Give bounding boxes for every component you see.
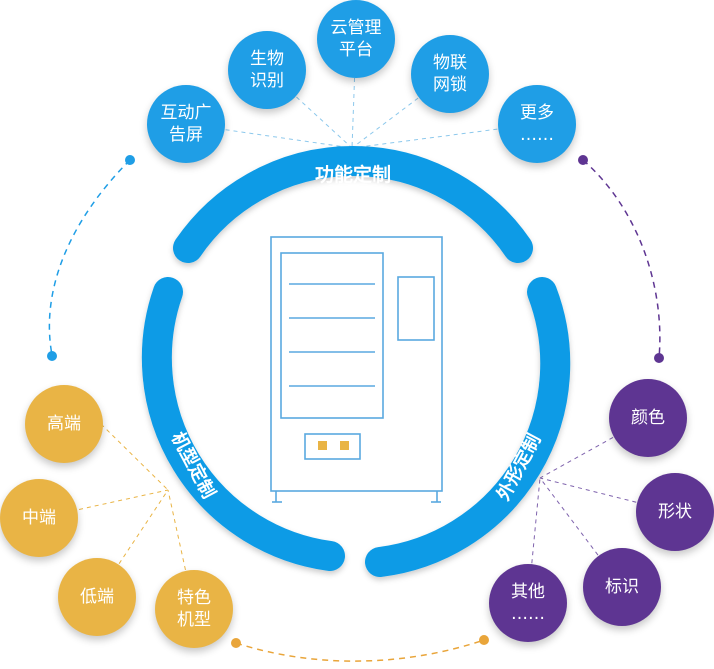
model-connectors bbox=[39, 423, 195, 610]
function-item-more: 更多 …… bbox=[498, 85, 576, 163]
model-item-special: 特色 机型 bbox=[155, 570, 233, 648]
dot-orange-right bbox=[479, 635, 489, 645]
dashed-arc-blue bbox=[48, 159, 131, 356]
dashed-arc-purple bbox=[582, 159, 661, 359]
coin-slot-left bbox=[318, 441, 327, 450]
dot-orange-left bbox=[231, 638, 241, 648]
dot-blue-top bbox=[125, 155, 135, 165]
arc-endpoints bbox=[47, 155, 664, 648]
dashed-arc-orange bbox=[235, 639, 485, 662]
main-ring bbox=[141, 146, 571, 577]
function-item-biometric: 生物 识别 bbox=[228, 31, 306, 109]
dot-purple-bottom bbox=[654, 353, 664, 363]
model-item-mid-range: 中端 bbox=[0, 479, 78, 557]
arc-function bbox=[173, 146, 533, 263]
arc-function-label: 功能定制 bbox=[315, 163, 391, 186]
function-item-ad-screen: 互动广 告屏 bbox=[147, 85, 225, 163]
model-item-low-end: 低端 bbox=[58, 558, 136, 636]
appearance-connectors bbox=[527, 417, 676, 604]
machine-panel bbox=[397, 276, 435, 341]
model-item-high-end: 高端 bbox=[25, 385, 103, 463]
machine-body bbox=[270, 236, 443, 492]
machine-window bbox=[280, 252, 384, 419]
appearance-item-shape: 形状 bbox=[636, 473, 714, 551]
outer-dashed-arcs bbox=[48, 159, 661, 662]
function-item-cloud-platform: 云管理 平台 bbox=[317, 0, 395, 78]
coin-slot-right bbox=[340, 441, 349, 450]
function-item-iot-lock: 物联 网锁 bbox=[411, 35, 489, 113]
dot-blue-bottom bbox=[47, 351, 57, 361]
arc-model bbox=[141, 277, 345, 571]
appearance-item-other: 其他 …… bbox=[489, 564, 567, 642]
vending-machine-icon bbox=[270, 236, 443, 503]
dot-purple-top bbox=[578, 155, 588, 165]
appearance-item-color: 颜色 bbox=[609, 379, 687, 457]
arc-appearance bbox=[365, 277, 571, 577]
machine-slot bbox=[304, 433, 361, 460]
appearance-item-logo: 标识 bbox=[583, 548, 661, 626]
